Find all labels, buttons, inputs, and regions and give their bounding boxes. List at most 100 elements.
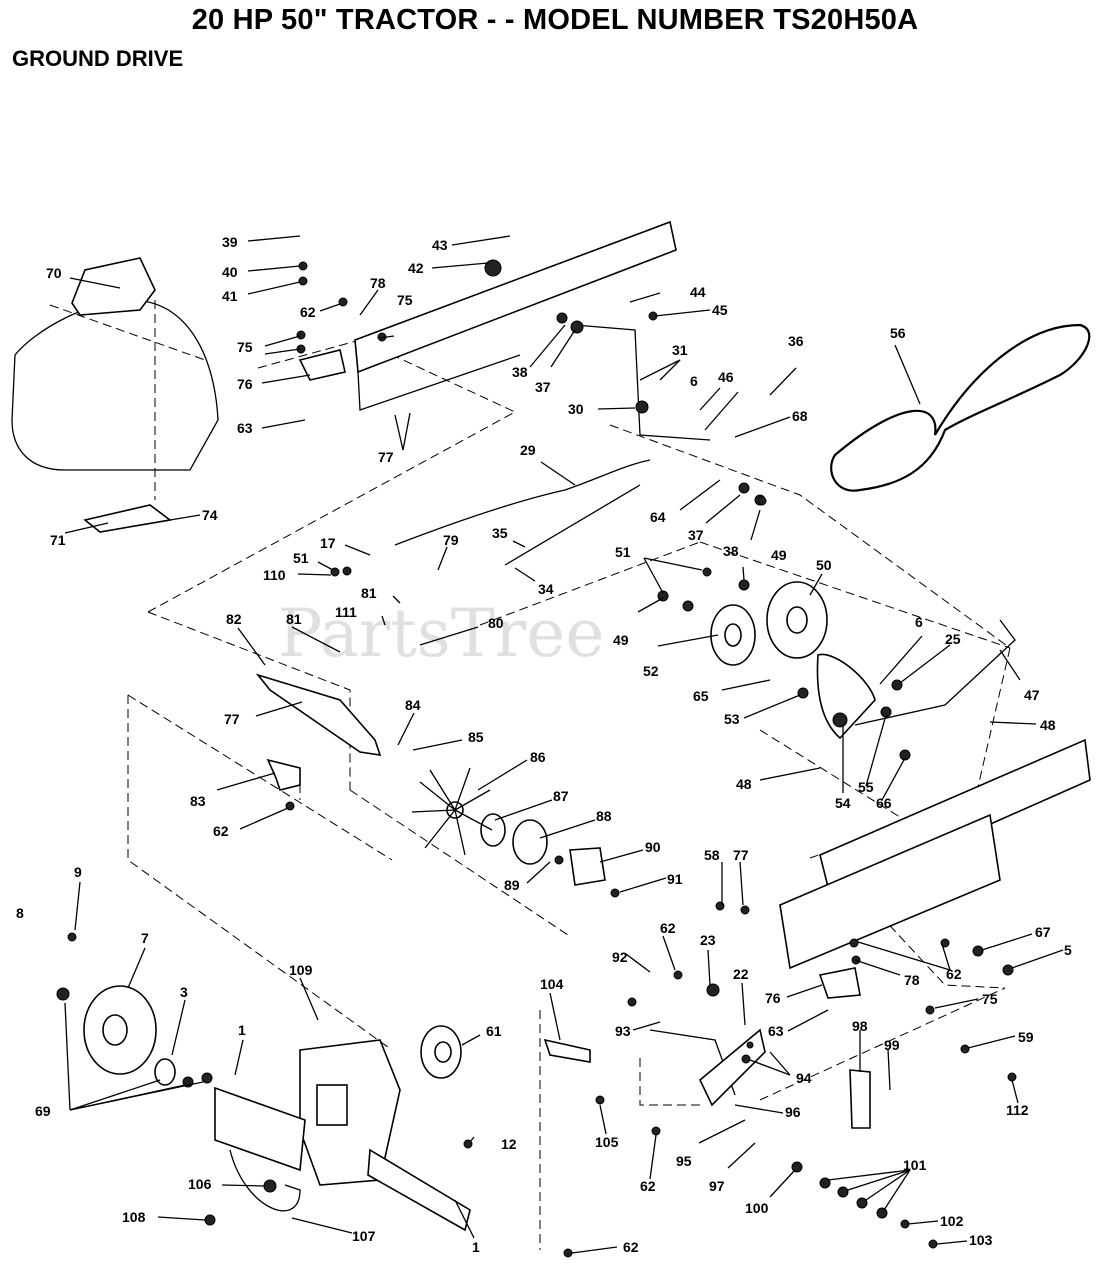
callout-37: 37: [535, 379, 551, 395]
watermark: PartsTree: [278, 595, 604, 672]
brackets: [255, 349, 871, 1129]
callout-107: 107: [352, 1228, 376, 1244]
callout-77: 77: [378, 449, 394, 465]
pulleys: [83, 581, 828, 1086]
callout-112: 112: [1006, 1102, 1029, 1118]
callout-1: 1: [238, 1022, 246, 1038]
callout-62: 62: [213, 823, 229, 839]
callout-39: 39: [222, 234, 238, 250]
callout-63: 63: [237, 420, 253, 436]
callout-65: 65: [693, 688, 709, 704]
callout-23: 23: [700, 932, 716, 948]
callout-75: 75: [982, 991, 998, 1007]
callout-25: 25: [945, 631, 961, 647]
callout-97: 97: [709, 1178, 725, 1194]
callout-103: 103: [969, 1232, 993, 1248]
callout-56: 56: [890, 325, 906, 341]
callout-94: 94: [796, 1070, 812, 1086]
hardware: [56, 259, 1017, 1258]
callout-46: 46: [718, 369, 734, 385]
section-title: GROUND DRIVE: [12, 46, 184, 71]
callout-71: 71: [50, 532, 66, 548]
callout-5: 5: [1064, 942, 1072, 958]
callout-84: 84: [405, 697, 421, 713]
callout-82: 82: [226, 611, 242, 627]
callout-6: 6: [690, 373, 698, 389]
idler-bracket: [816, 653, 876, 740]
callout-96: 96: [785, 1104, 801, 1120]
callout-108: 108: [122, 1209, 146, 1225]
callout-34: 34: [538, 581, 554, 597]
callout-111: 111: [335, 604, 357, 620]
callout-110: 110: [263, 567, 286, 583]
callout-labels: 39 40 41 43 42 44 45 70 78 62 75 75 76 6…: [16, 234, 1072, 1255]
callout-62: 62: [640, 1178, 656, 1194]
callout-66: 66: [876, 795, 892, 811]
callout-51: 51: [293, 550, 309, 566]
callout-75: 75: [397, 292, 413, 308]
callout-85: 85: [468, 729, 484, 745]
callout-58: 58: [704, 847, 720, 863]
callout-59: 59: [1018, 1029, 1034, 1045]
callout-50: 50: [816, 557, 832, 573]
callout-93: 93: [615, 1023, 631, 1039]
callout-92: 92: [612, 949, 628, 965]
callout-44: 44: [690, 284, 706, 300]
callout-98: 98: [852, 1018, 868, 1034]
callout-67: 67: [1035, 924, 1051, 940]
callout-95: 95: [676, 1153, 692, 1169]
callout-45: 45: [712, 302, 728, 318]
callout-41: 41: [222, 288, 238, 304]
callout-78: 78: [370, 275, 386, 291]
callout-109: 109: [289, 962, 313, 978]
callout-48: 48: [736, 776, 752, 792]
callout-49: 49: [613, 632, 629, 648]
callout-8: 8: [16, 905, 24, 921]
callout-68: 68: [792, 408, 808, 424]
callout-74: 74: [202, 507, 218, 523]
callout-100: 100: [745, 1200, 769, 1216]
callout-102: 102: [940, 1213, 964, 1229]
callout-99: 99: [884, 1037, 900, 1053]
callout-90: 90: [645, 839, 661, 855]
callout-69: 69: [35, 1103, 51, 1119]
callout-6: 6: [915, 614, 923, 630]
callout-62: 62: [660, 920, 676, 936]
callout-42: 42: [408, 260, 424, 276]
callout-75: 75: [237, 339, 253, 355]
fan-blade: [411, 767, 493, 856]
callout-49: 49: [771, 547, 787, 563]
callout-52: 52: [643, 663, 659, 679]
callout-61: 61: [486, 1023, 502, 1039]
callout-63: 63: [768, 1023, 784, 1039]
callout-22: 22: [733, 966, 749, 982]
callout-53: 53: [724, 711, 740, 727]
callout-76: 76: [237, 376, 253, 392]
callout-83: 83: [190, 793, 206, 809]
linkage-rods: [229, 324, 1016, 1212]
callout-62: 62: [300, 304, 316, 320]
callout-86: 86: [530, 749, 546, 765]
callout-77: 77: [224, 711, 240, 727]
callout-47: 47: [1024, 687, 1040, 703]
callout-81: 81: [286, 611, 302, 627]
callout-38: 38: [723, 543, 739, 559]
callout-38: 38: [512, 364, 528, 380]
callout-9: 9: [74, 864, 82, 880]
callout-29: 29: [520, 442, 536, 458]
callout-81: 81: [361, 585, 377, 601]
callout-37: 37: [688, 527, 704, 543]
callout-55: 55: [858, 779, 874, 795]
callout-87: 87: [553, 788, 569, 804]
callout-30: 30: [568, 401, 584, 417]
callout-48: 48: [1040, 717, 1056, 733]
callout-88: 88: [596, 808, 612, 824]
callout-3: 3: [180, 984, 188, 1000]
callout-80: 80: [488, 615, 504, 631]
callout-7: 7: [141, 930, 149, 946]
page-title: 20 HP 50" TRACTOR - - MODEL NUMBER TS20H…: [191, 4, 919, 36]
transaxle: [214, 1039, 471, 1232]
callout-36: 36: [788, 333, 804, 349]
callout-62: 62: [946, 966, 962, 982]
